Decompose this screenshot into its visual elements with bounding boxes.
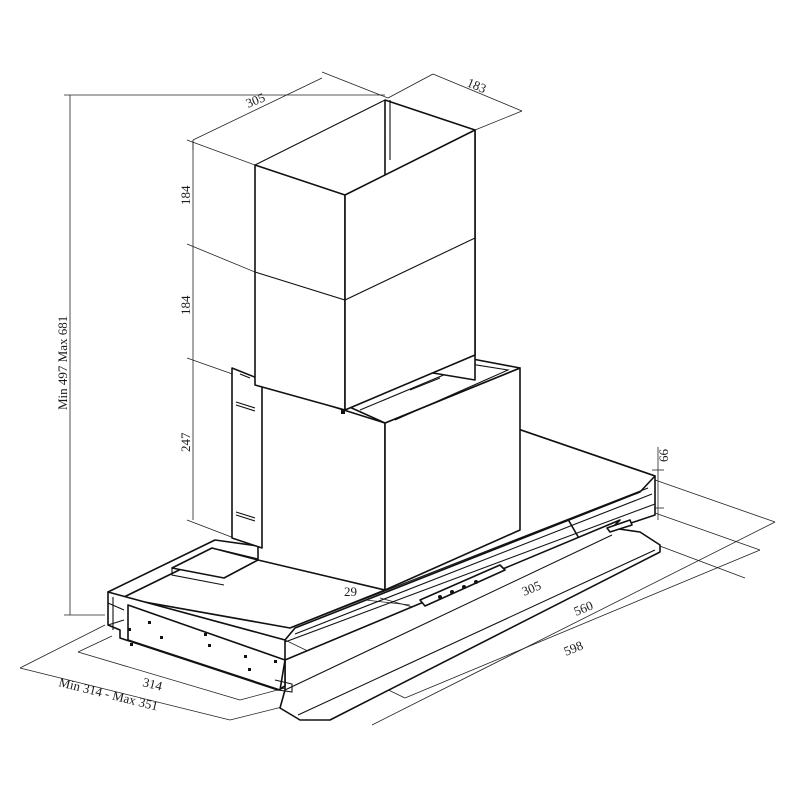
label-motor-width: 305	[520, 578, 544, 599]
label-overall-width: 598	[562, 638, 586, 659]
label-chimney-depth: 183	[465, 75, 489, 96]
motor-housing	[231, 356, 521, 591]
label-canopy-depth: 314	[141, 674, 164, 693]
chimney	[254, 99, 476, 414]
label-chimney-width: 305	[244, 90, 268, 111]
label-motor-height: 247	[178, 432, 193, 452]
label-upper-chimney-height: 184	[178, 185, 193, 205]
label-glass-offset: 29	[344, 584, 357, 599]
label-lower-chimney-height: 184	[178, 295, 193, 315]
label-inner-width: 560	[572, 598, 596, 619]
label-total-height: Min 497 Max 681	[55, 316, 70, 410]
label-canopy-height: 66	[656, 449, 671, 463]
control-panel	[419, 564, 506, 607]
